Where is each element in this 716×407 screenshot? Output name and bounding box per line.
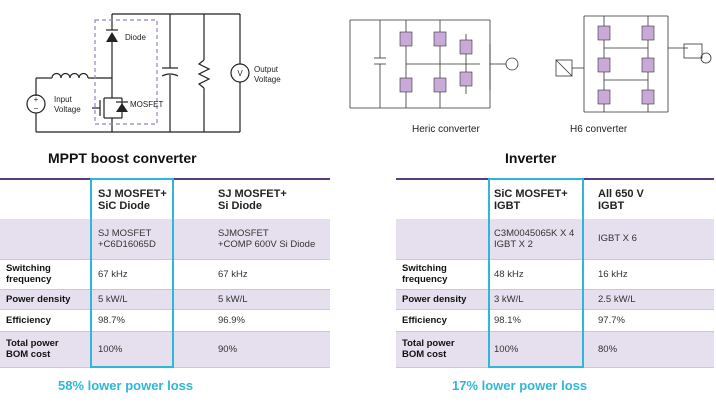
input-voltage-label-line2: Voltage <box>54 105 81 114</box>
mosfet-label: MOSFET <box>130 100 163 109</box>
header-col-2: SJ MOSFET+ Si Diode <box>212 178 330 219</box>
header-col-1: SiC MOSFET+ IGBT <box>488 178 592 219</box>
heric-caption: Heric converter <box>412 124 480 135</box>
plus-symbol: + <box>34 95 39 104</box>
boost-summary: 58% lower power loss <box>58 378 194 393</box>
inverter-heading: Inverter <box>505 150 557 166</box>
header-col-1: SJ MOSFET+ SiC Diode <box>92 178 212 219</box>
header-blank <box>396 178 488 219</box>
table-row-power-density: Power density 5 kW/L 5 kW/L <box>0 289 330 309</box>
diode-label: Diode <box>125 33 146 42</box>
table-header-row: SJ MOSFET+ SiC Diode SJ MOSFET+ Si Diode <box>0 178 330 219</box>
semiconductor-dashed-box <box>94 19 158 125</box>
minus-symbol: − <box>34 104 39 113</box>
boost-heading: MPPT boost converter <box>48 150 197 166</box>
h6-converter-schematic <box>555 15 712 113</box>
table-row-parts: SJ MOSFET+C6D16065D SJMOSFET+COMP 600V S… <box>0 219 330 259</box>
table-header-row: SiC MOSFET+ IGBT All 650 V IGBT <box>396 178 714 219</box>
output-voltage-label-line1: Output <box>254 65 279 74</box>
boost-converter-schematic: + − Diode MOSFET Input Voltage V Output … <box>26 13 281 133</box>
boost-highlight-box <box>90 178 174 368</box>
table-row-efficiency: Efficiency 98.1% 97.7% <box>396 309 714 331</box>
table-row-efficiency: Efficiency 98.7% 96.9% <box>0 309 330 331</box>
heric-converter-schematic <box>349 19 519 109</box>
inverter-highlight-box <box>488 178 584 368</box>
inverter-summary: 17% lower power loss <box>452 378 588 393</box>
table-row-power-density: Power density 3 kW/L 2.5 kW/L <box>396 289 714 309</box>
voltmeter-symbol: V <box>237 69 243 78</box>
inverter-comparison-table: SiC MOSFET+ IGBT All 650 V IGBT C3M00450… <box>396 178 714 368</box>
input-voltage-label-line1: Input <box>54 95 73 104</box>
header-col-2: All 650 V IGBT <box>592 178 714 219</box>
header-blank <box>0 178 92 219</box>
h6-caption: H6 converter <box>570 124 628 135</box>
output-voltage-label-line2: Voltage <box>254 75 281 84</box>
boost-comparison-table: SJ MOSFET+ SiC Diode SJ MOSFET+ Si Diode… <box>0 178 330 368</box>
